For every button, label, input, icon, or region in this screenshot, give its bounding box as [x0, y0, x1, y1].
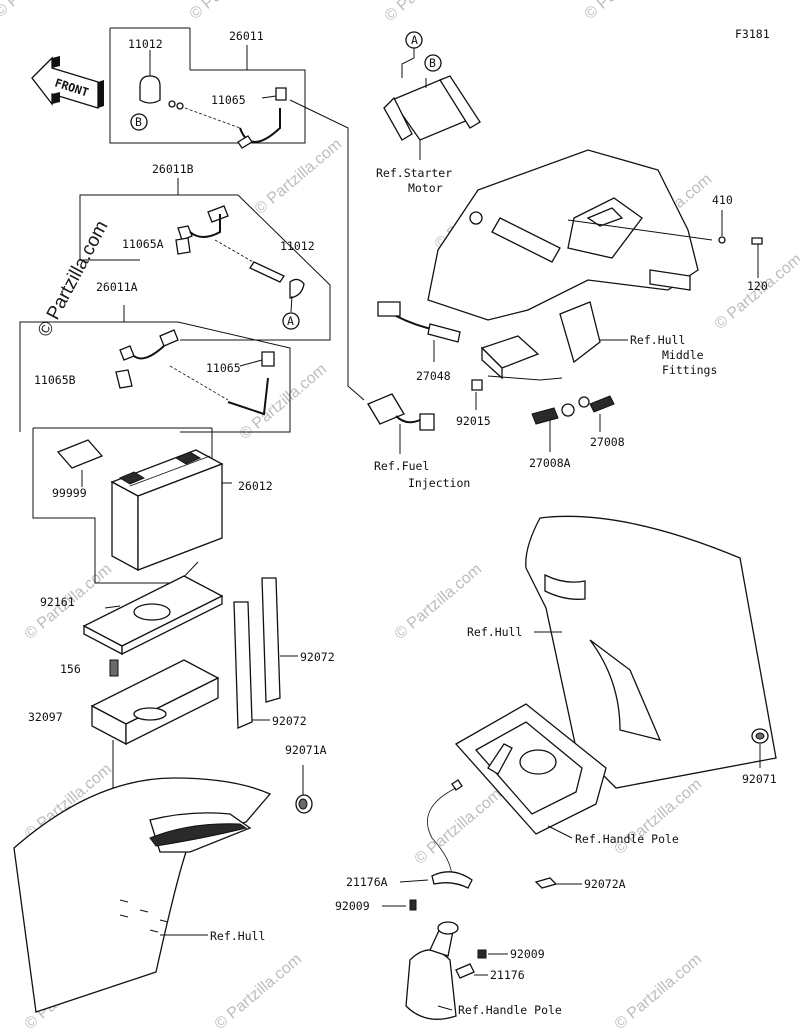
label-11065: 11065: [211, 93, 246, 107]
label-92161: 92161: [40, 595, 75, 609]
rubber-92071A: [295, 765, 313, 814]
ref-starter-motor: Ref.Starter: [376, 166, 452, 180]
label-92009: 92009: [335, 899, 370, 913]
label-11065: 11065: [206, 361, 241, 375]
label-92015: 92015: [456, 414, 491, 428]
label-27008A: 27008A: [529, 456, 571, 470]
relay-27048: [377, 301, 563, 410]
label-26011B: 26011B: [152, 162, 194, 176]
label-11012: 11012: [128, 37, 163, 51]
watermark: © Partzilla.com: [187, 0, 281, 23]
ref-hull-middle-fittings-3: Fittings: [662, 363, 717, 377]
ref-handle-pole-lower: Ref.Handle Pole: [458, 1003, 562, 1017]
ref-fuel-injection: Ref.Fuel: [374, 459, 429, 473]
handle-pole-upper: [454, 703, 607, 839]
label-11012: 11012: [280, 239, 315, 253]
cable-26011B-group: [79, 178, 331, 341]
watermark: © Partzilla.com: [612, 951, 706, 1033]
label-32097: 32097: [28, 710, 63, 724]
ref-hull-right: Ref.Hull: [467, 625, 522, 639]
starter-motor: Ref.Starter Motor: [376, 31, 481, 195]
label-21176A: 21176A: [346, 875, 388, 889]
label-27008: 27008: [590, 435, 625, 449]
watermark: © Partzilla.com: [382, 0, 476, 25]
label-92071A: 92071A: [285, 743, 327, 757]
watermark: © Partzilla.com: [252, 136, 346, 218]
label-410: 410: [712, 193, 733, 207]
label-27048: 27048: [416, 369, 451, 383]
label-92071: 92071: [742, 772, 777, 786]
callout-a: A: [411, 33, 418, 47]
fuel-injection-connector: [367, 393, 435, 454]
keys-27008: [531, 395, 615, 452]
leader: [289, 99, 365, 401]
label-11065A: 11065A: [122, 237, 164, 251]
watermark: © Partzilla.com: [212, 951, 306, 1033]
label-11065B: 11065B: [34, 373, 76, 387]
hull-middle-fittings: [427, 149, 763, 364]
watermark: © Partzilla.com: [582, 0, 676, 23]
label-92072: 92072: [300, 650, 335, 664]
watermark: © Partzilla.com: [237, 361, 331, 443]
ref-fuel-injection-2: Injection: [408, 476, 470, 490]
part-labels: 26011 11012 11065 B A B 26011B 11065A 11…: [28, 29, 777, 1017]
label-21176: 21176: [490, 968, 525, 982]
battery-tray-92161: [82, 575, 224, 656]
handle-pole-lower: [405, 921, 508, 1020]
label-120: 120: [747, 279, 768, 293]
ref-starter-motor-2: Motor: [408, 181, 443, 195]
ref-hull-middle-fittings-2: Middle: [662, 348, 704, 362]
cable-26011A-group: [19, 305, 291, 433]
ref-hull-middle-fittings: Ref.Hull: [630, 333, 685, 347]
hull-right: [525, 515, 777, 789]
watermark: © Partzilla.com: [0, 0, 85, 21]
callout-b: B: [135, 115, 142, 129]
cable-21176A: [382, 779, 582, 911]
label-26011A: 26011A: [96, 280, 138, 294]
watermark: © Partzilla.com: [412, 786, 506, 868]
label-92009: 92009: [510, 947, 545, 961]
label-26011: 26011: [229, 29, 264, 43]
label-92072A: 92072A: [584, 877, 626, 891]
callout-b: B: [429, 56, 436, 70]
front-arrow: FRONT: [31, 56, 104, 109]
label-26012: 26012: [238, 479, 273, 493]
ref-hull-bottom: Ref.Hull: [210, 929, 265, 943]
label-92072: 92072: [272, 714, 307, 728]
hull-lower-left: [13, 777, 272, 1013]
battery-case-32097: [90, 659, 220, 810]
label-99999: 99999: [52, 486, 87, 500]
figure-code: F3181: [735, 27, 770, 41]
label-156: 156: [60, 662, 81, 676]
ref-handle-pole-upper: Ref.Handle Pole: [575, 832, 679, 846]
battery-26012: [32, 427, 232, 584]
callout-a: A: [287, 314, 294, 328]
cable-26011-group: [109, 27, 306, 149]
straps-92072: [233, 577, 298, 729]
